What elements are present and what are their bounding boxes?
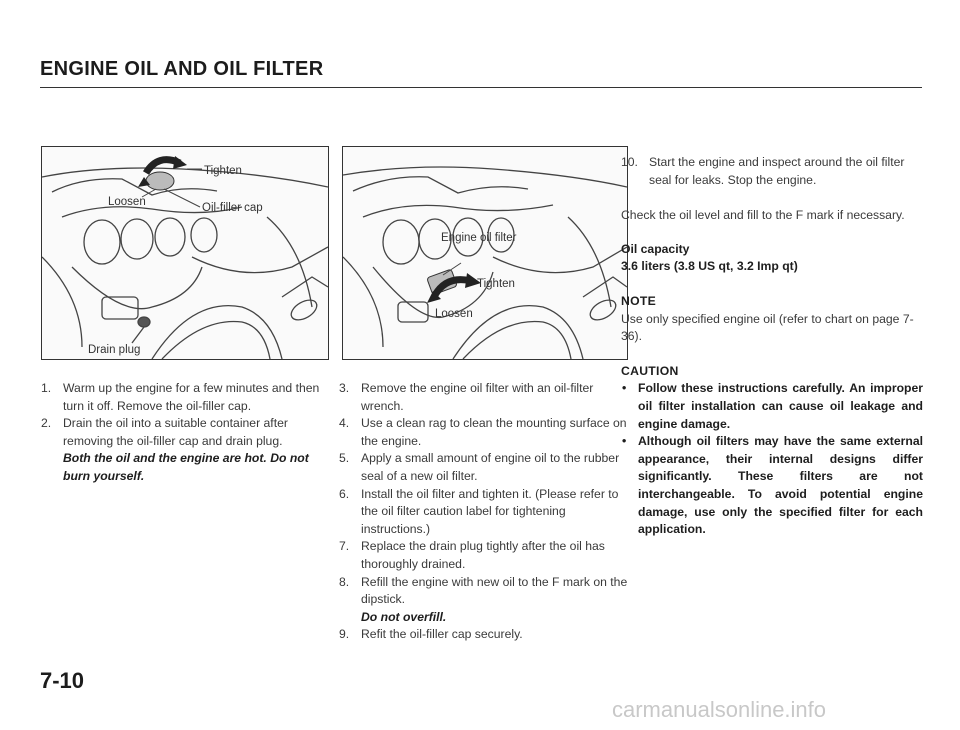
oil-capacity-label: Oil capacity (621, 241, 690, 256)
caution-text: Although oil filters may have the same e… (638, 434, 923, 537)
step-number: 2. (41, 416, 52, 431)
step-number: 3. (339, 381, 350, 395)
step-number: 6. (339, 486, 350, 501)
caution-list: • Follow these instructions carefully. A… (621, 380, 923, 538)
engine-drawing-left: Tighten Loosen Oil-filler cap Drain plug (42, 156, 328, 359)
label-loosen: Loosen (108, 196, 146, 208)
step-number: 10. (621, 155, 638, 169)
caution-item: • Although oil filters may have the same… (621, 433, 923, 539)
steps-column-1: 1. Warm up the engine for a few minutes … (41, 380, 328, 486)
step-text: Refill the engine with new oil to the F … (361, 574, 628, 607)
step-text: Replace the drain plug tightly after the… (361, 539, 605, 571)
list-item: 5. Apply a small amount of engine oil to… (339, 450, 628, 485)
step-text: Use a clean rag to clean the mounting su… (361, 416, 627, 448)
list-item: 9. Refit the oil-filler cap securely. (339, 626, 628, 644)
list-item: 3. Remove the engine oil filter with an … (339, 380, 628, 415)
step-text: Remove the engine oil filter with an oil… (361, 381, 594, 413)
list-item: 8. Refill the engine with new oil to the… (339, 574, 628, 627)
page-title: ENGINE OIL AND OIL FILTER (40, 58, 324, 80)
step-number: 1. (41, 381, 52, 395)
page-number: 7-10 (40, 668, 85, 693)
list-item: 2. Drain the oil into a suitable contain… (41, 415, 328, 485)
steps-column-2: 3. Remove the engine oil filter with an … (339, 380, 628, 644)
label-drain-plug: Drain plug (88, 344, 140, 356)
step-number: 8. (339, 574, 350, 589)
label-tighten-filter: Tighten (477, 278, 515, 290)
step-text: Apply a small amount of engine oil to th… (361, 451, 620, 483)
step-text: Start the engine and inspect around the … (649, 155, 905, 187)
list-item: 1. Warm up the engine for a few minutes … (41, 380, 328, 415)
step-text: Drain the oil into a suitable container … (63, 416, 288, 448)
label-loosen-filter: Loosen (435, 308, 473, 320)
caution-text: Follow these instructions carefully. An … (638, 381, 923, 431)
step-text: Install the oil filter and tighten it. (… (361, 486, 619, 536)
label-oil-filler-cap: Oil-filler cap (202, 202, 263, 214)
column-3: 10. Start the engine and inspect around … (621, 154, 923, 539)
step-text: Warm up the engine for a few minutes and… (63, 381, 320, 413)
oil-capacity-value: 3.6 liters (3.8 US qt, 3.2 Imp qt) (621, 259, 798, 274)
caution-item: • Follow these instructions carefully. A… (621, 380, 923, 433)
step-text: Refit the oil-filler cap securely. (361, 627, 523, 642)
engine-illustration-left: Tighten Loosen Oil-filler cap Drain plug (41, 146, 329, 360)
bullet-icon: • (622, 434, 627, 449)
watermark: carmanualsonline.info (612, 697, 827, 722)
note-heading: NOTE (621, 293, 657, 308)
overfill-warning: Do not overfill. (361, 609, 447, 624)
step-number: 5. (339, 451, 350, 466)
step-number: 9. (339, 627, 350, 642)
engine-illustration-middle: Engine oil filter Tighten Loosen (342, 146, 628, 360)
label-tighten: Tighten (204, 165, 242, 177)
check-oil-level-text: Check the oil level and fill to the F ma… (621, 208, 905, 223)
step-number: 7. (339, 539, 350, 554)
step-number: 4. (339, 416, 350, 431)
engine-drawing-middle: Engine oil filter Tighten Loosen (343, 166, 627, 359)
label-engine-oil-filter: Engine oil filter (441, 232, 517, 244)
title-rule (40, 87, 922, 88)
step-10: 10. Start the engine and inspect around … (621, 154, 923, 189)
list-item: 4. Use a clean rag to clean the mounting… (339, 415, 628, 450)
caution-heading: CAUTION (621, 363, 679, 378)
list-item: 6. Install the oil filter and tighten it… (339, 486, 628, 539)
list-item: 7. Replace the drain plug tightly after … (339, 538, 628, 573)
bullet-icon: • (622, 381, 627, 396)
note-text: Use only specified engine oil (refer to … (621, 311, 914, 344)
burn-warning: Both the oil and the engine are hot. Do … (63, 451, 309, 483)
